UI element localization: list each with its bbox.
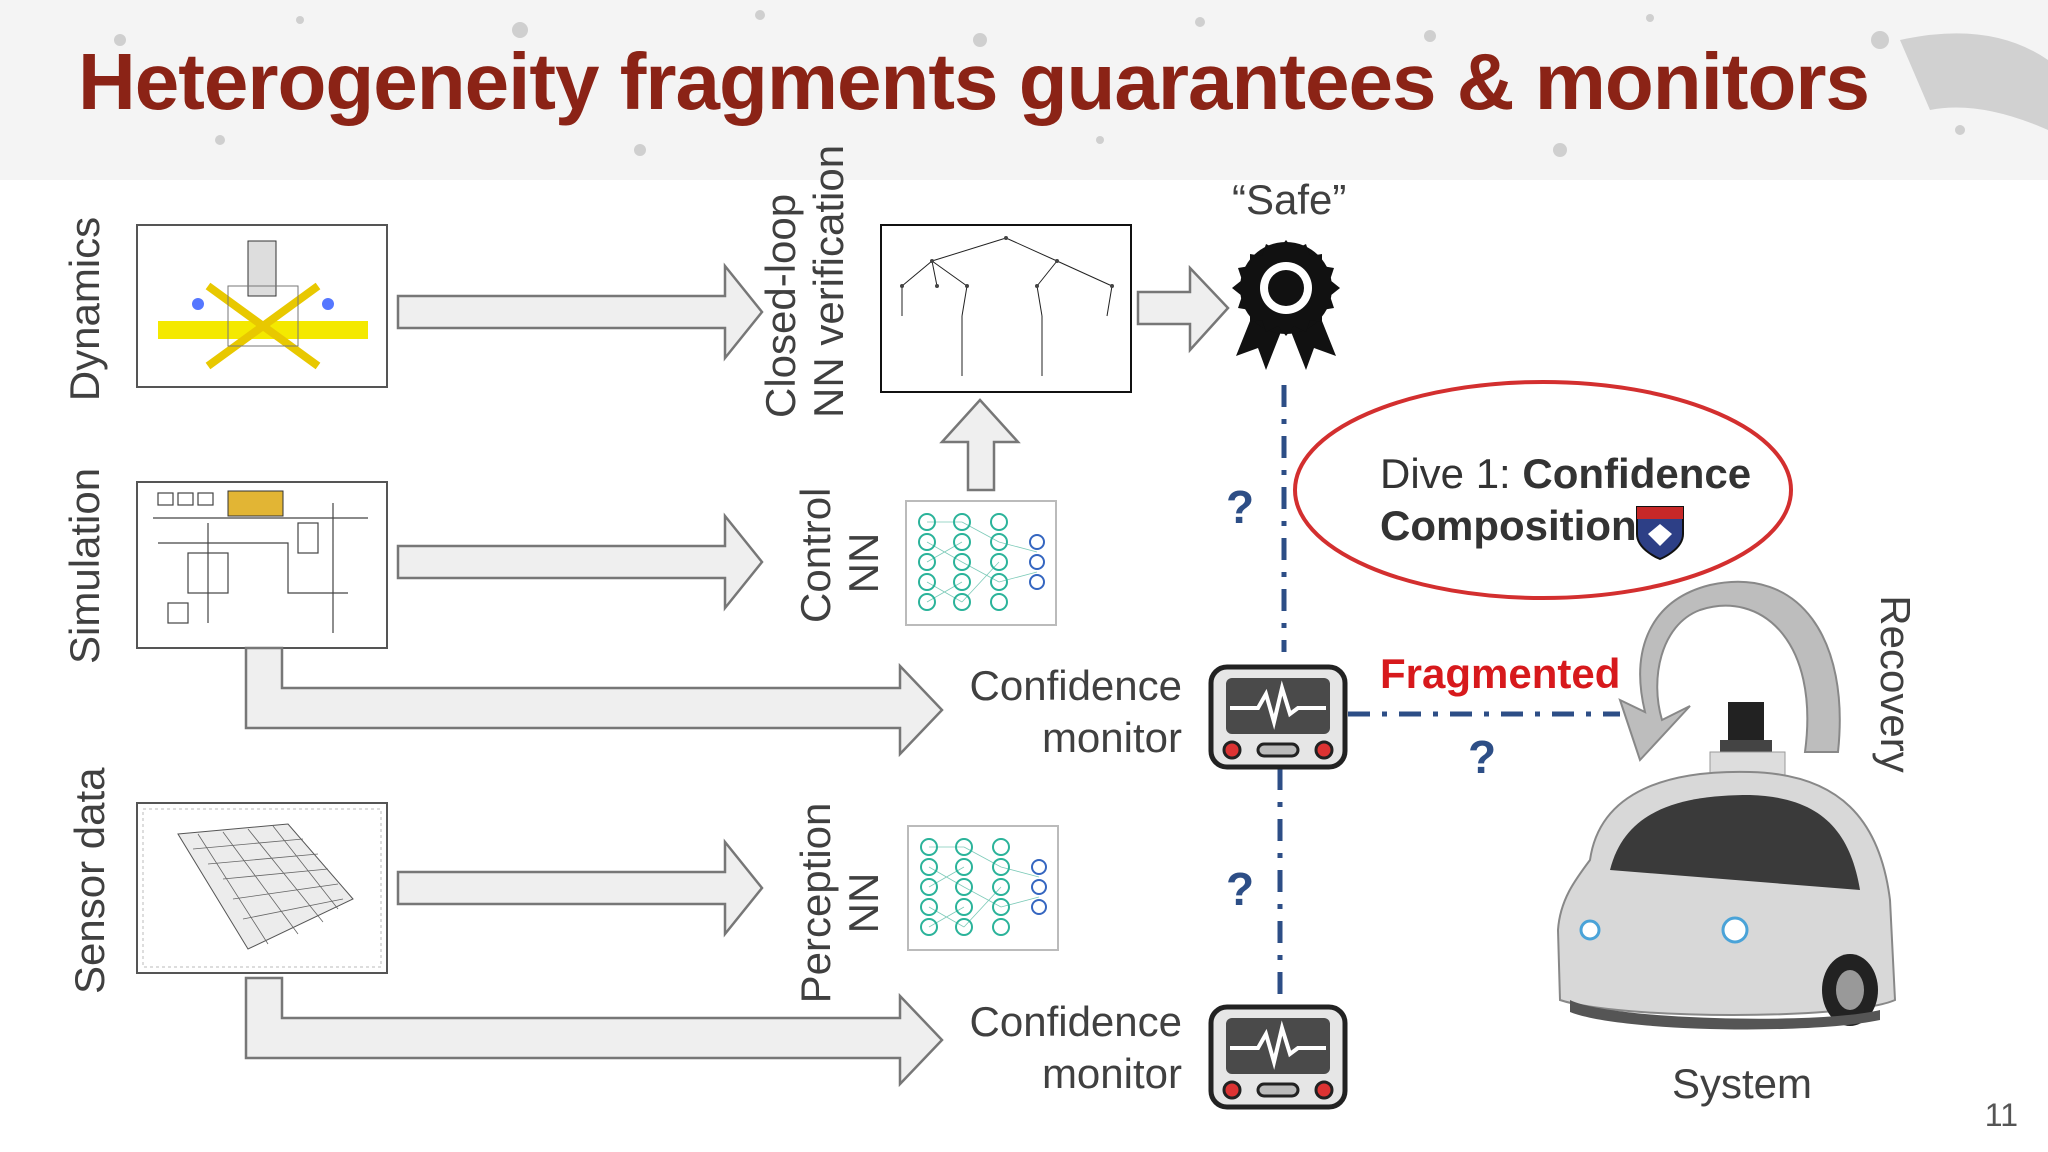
closed-loop-line1: Closed-loop xyxy=(757,193,804,418)
page-number: 11 xyxy=(1984,1097,2018,1133)
dive-text: Dive 1: Confidence Composition xyxy=(1380,448,1751,552)
row-label-sensor-data: Sensor data xyxy=(66,767,113,995)
simulation-diagram-image xyxy=(153,490,368,633)
question-mark-fragmented: ? xyxy=(1468,731,1497,783)
arrow-control-up-to-verification xyxy=(939,398,1021,492)
arrow-verification-to-safe xyxy=(1136,264,1230,354)
confidence-monitor-2-label: Confidence monitor xyxy=(950,996,1182,1100)
fragmented-label: Fragmented xyxy=(1380,650,1621,697)
perception-nn-thumbnail xyxy=(907,825,1059,951)
control-nn-image xyxy=(918,513,1045,611)
self-driving-car-image xyxy=(1556,702,1897,1030)
safe-label: “Safe” xyxy=(1232,176,1347,223)
monitor1-line2: monitor xyxy=(1041,714,1182,761)
perception-line1: Perception xyxy=(792,802,839,1004)
verification-tree-thumbnail xyxy=(880,224,1132,393)
sensor-surface-plot-image xyxy=(142,808,382,968)
dive-prefix: Dive 1: xyxy=(1380,450,1523,497)
award-ribbon-icon xyxy=(1232,240,1340,370)
row-label-dynamics: Dynamics xyxy=(61,216,108,402)
monitor1-line1: Confidence xyxy=(969,662,1182,709)
arrow-simulation-to-monitor xyxy=(244,646,944,758)
row-label-simulation: Simulation xyxy=(61,467,108,664)
confidence-monitor-1-label: Confidence monitor xyxy=(950,660,1182,764)
arrow-sensor-to-perception xyxy=(396,838,764,938)
page-title: Heterogeneity fragments guarantees & mon… xyxy=(78,37,1870,126)
control-nn-label: Control NN xyxy=(792,487,888,623)
control-line1: Control xyxy=(792,487,839,623)
monitor-icon xyxy=(1208,1004,1348,1110)
closed-loop-line2: NN verification xyxy=(805,144,852,418)
dynamics-diagram-thumbnail xyxy=(136,224,388,388)
shield-icon xyxy=(1636,506,1684,561)
perception-line2: NN xyxy=(840,872,887,934)
monitor2-line1: Confidence xyxy=(969,998,1182,1045)
monitor2-line2: monitor xyxy=(1041,1050,1182,1097)
simulation-diagram-thumbnail xyxy=(136,481,388,649)
system-label: System xyxy=(1672,1060,1813,1107)
perception-nn-label: Perception NN xyxy=(792,793,888,1013)
header-texture xyxy=(0,0,2048,180)
control-line2: NN xyxy=(840,532,887,594)
control-nn-thumbnail xyxy=(905,500,1057,626)
sensor-data-thumbnail xyxy=(136,802,388,974)
question-mark-lower: ? xyxy=(1226,863,1255,915)
perception-nn-image xyxy=(920,838,1047,936)
dive-bold1: Confidence xyxy=(1522,450,1752,497)
arrow-dynamics-to-verification xyxy=(396,262,764,362)
parse-tree-image xyxy=(900,236,1114,376)
monitor-icon xyxy=(1208,664,1348,770)
dive-bold2: Composition xyxy=(1380,502,1637,549)
dynamics-diagram-image xyxy=(158,240,368,370)
closed-loop-verification-label: Closed-loop NN verification xyxy=(757,144,853,418)
arrow-control-to-nn xyxy=(396,512,764,612)
question-mark-upper: ? xyxy=(1226,481,1255,533)
